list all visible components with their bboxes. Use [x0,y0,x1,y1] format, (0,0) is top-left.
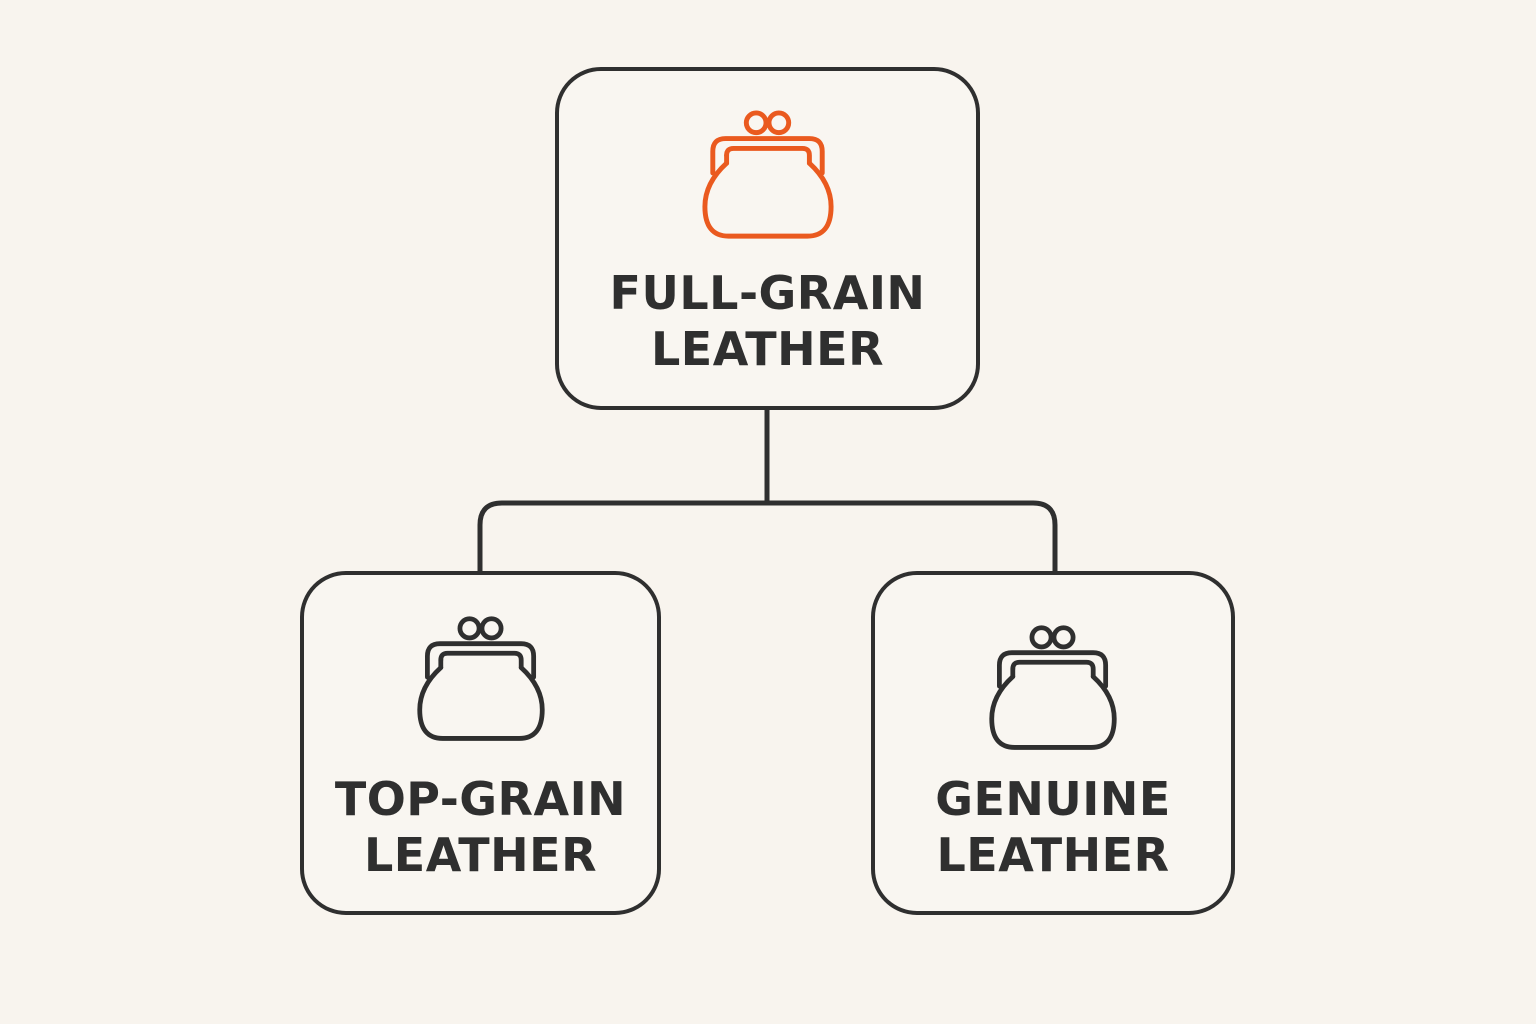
node-label-line1: FULL-GRAIN [609,266,926,320]
node-label-line1: GENUINE [935,772,1171,826]
node-top-grain-leather: TOP-GRAIN LEATHER [300,571,661,915]
node-label-line2: LEATHER [364,828,597,882]
coin-purse-icon [701,110,834,239]
branch-line [477,500,1058,571]
node-label-line2: LEATHER [936,828,1170,882]
node-genuine-leather: GENUINE LEATHER [871,571,1235,915]
node-label: GENUINE LEATHER [875,771,1231,883]
node-label-line1: TOP-GRAIN [334,772,627,826]
node-label: TOP-GRAIN LEATHER [304,771,657,883]
node-label-line2: LEATHER [651,322,884,376]
coin-purse-icon [989,625,1117,750]
node-label: FULL-GRAIN LEATHER [559,265,976,377]
coin-purse-icon [416,616,545,741]
node-full-grain-leather: FULL-GRAIN LEATHER [555,67,980,410]
